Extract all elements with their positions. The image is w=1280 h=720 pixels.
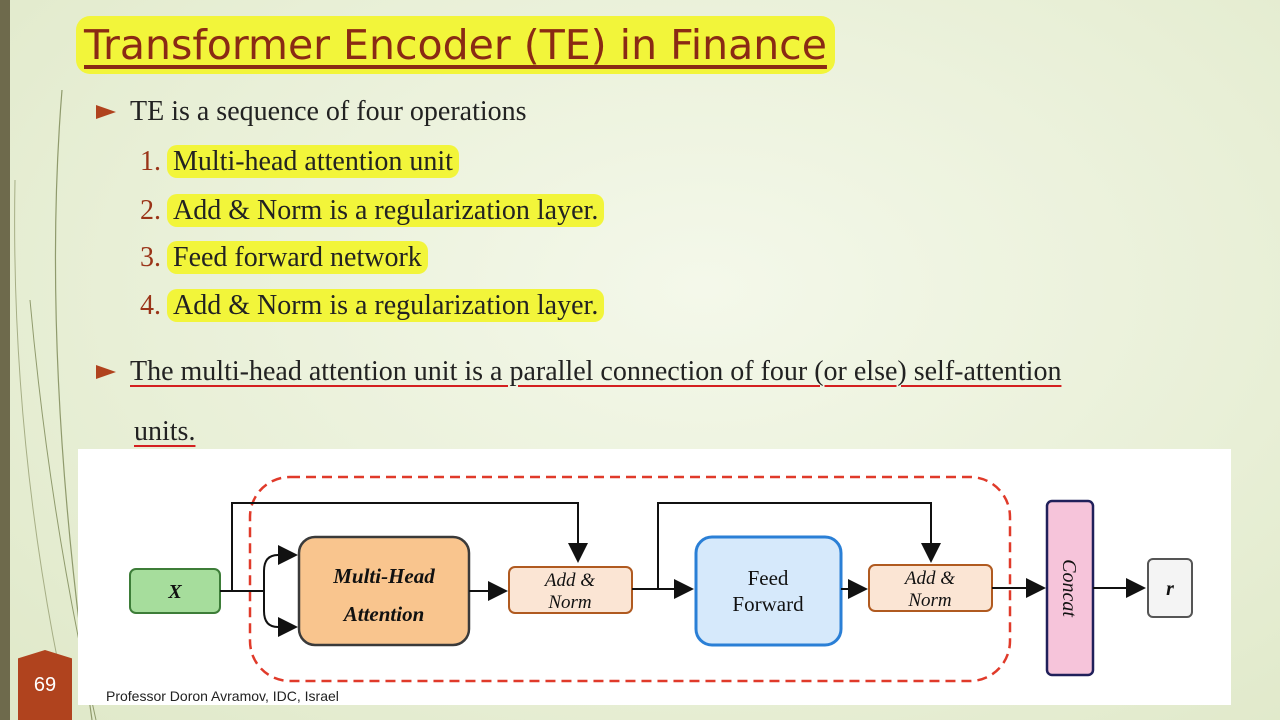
ff-label-line2: Forward	[732, 592, 804, 616]
page-number-badge: 69	[18, 650, 72, 720]
bullet-mha-continued: units.	[134, 416, 196, 447]
step-2: 2.Add & Norm is a regularization layer.	[140, 194, 605, 227]
arrow-bullet-icon	[96, 104, 116, 119]
bullet-intro: TE is a sequence of four operations	[96, 96, 527, 128]
add-norm-2-line1: Add &	[903, 568, 955, 589]
input-x-label: X	[167, 581, 182, 603]
step-4: 4.Add & Norm is a regularization layer.	[140, 289, 605, 322]
step-3: 3.Feed forward network	[140, 241, 428, 274]
output-r-label: r	[1166, 578, 1174, 600]
transformer-diagram: X Multi-Head Attention Add & Norm Feed F…	[78, 449, 1231, 705]
feed-forward-box	[694, 535, 843, 647]
add-norm-2-line2: Norm	[907, 590, 951, 611]
slide-title: Transformer Encoder (TE) in Finance	[76, 16, 835, 74]
left-accent-bar	[0, 0, 10, 720]
arrow-bullet-icon	[96, 364, 116, 379]
mha-label-line2: Attention	[342, 602, 425, 626]
add-norm-1-line2: Norm	[547, 592, 591, 613]
step-1: 1.Multi-head attention unit	[140, 145, 459, 178]
multi-head-attention-box	[297, 535, 471, 647]
concat-label: Concat	[1058, 559, 1080, 617]
ff-label-line1: Feed	[748, 566, 789, 590]
bullet-mha: The multi-head attention unit is a paral…	[96, 356, 1061, 388]
output-r-box	[1147, 558, 1193, 618]
footer-credit: Professor Doron Avramov, IDC, Israel	[106, 688, 339, 704]
add-norm-1-line1: Add &	[543, 570, 595, 591]
mha-label-line1: Multi-Head	[332, 564, 435, 588]
encoder-dashed-boundary	[248, 475, 1012, 683]
